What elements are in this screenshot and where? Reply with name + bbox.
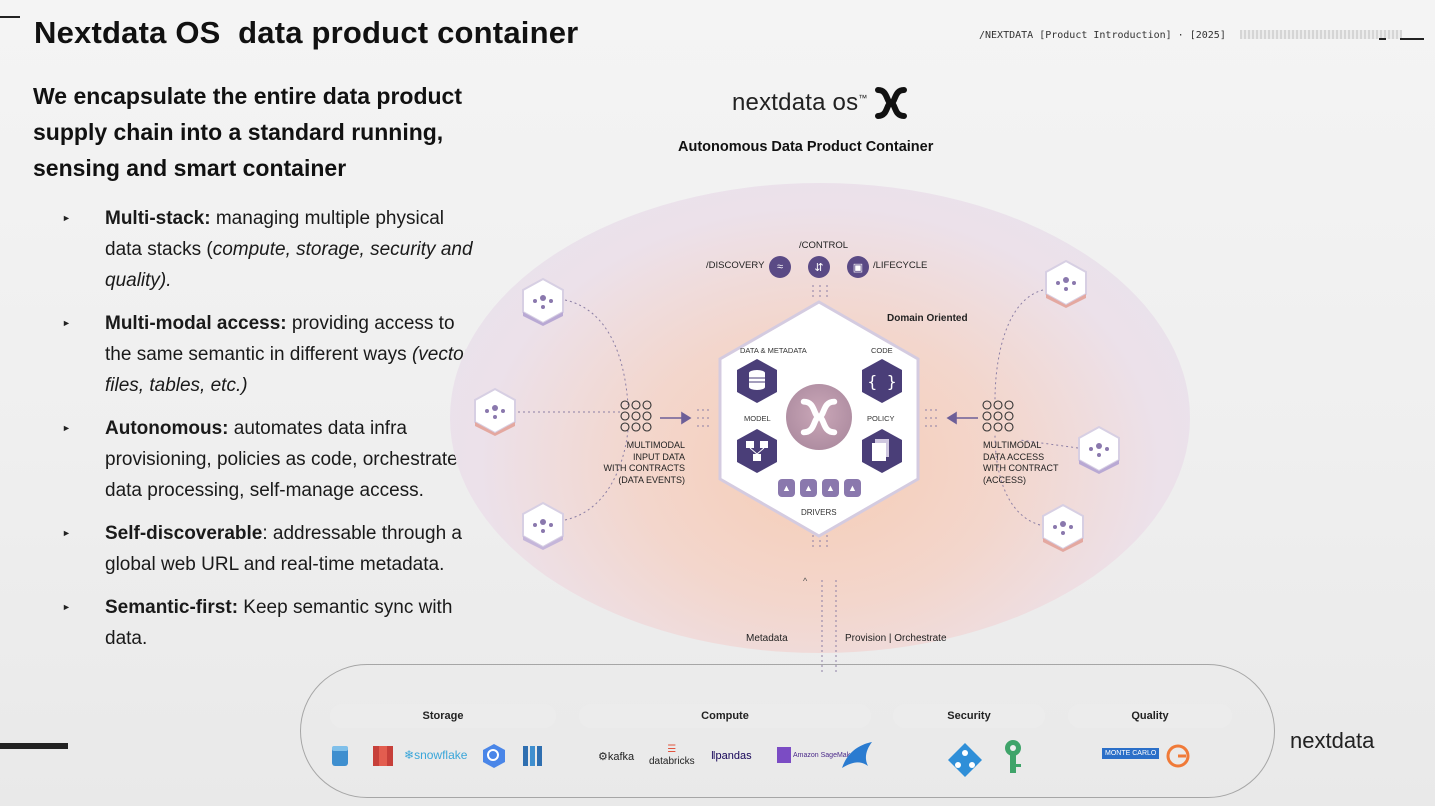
snowflake-logo: ❄snowflake <box>404 748 468 762</box>
feature-title: Multi-stack: <box>105 208 211 229</box>
logo-text: nextdata os™ <box>732 89 868 116</box>
pandas-logo: ‖pandas <box>711 750 752 762</box>
bullet-icon: ► <box>62 602 71 612</box>
active-directory-icon <box>948 743 982 777</box>
quality-category: Quality <box>1068 704 1232 728</box>
feature-item: ► Autonomous: automates data infra provis… <box>60 413 480 506</box>
data-product-cube-icon <box>1045 259 1087 308</box>
left-rule <box>0 743 68 749</box>
storage-bucket-icon <box>332 746 348 766</box>
header-progress-bar <box>1240 30 1402 39</box>
driver-icon: ▲ <box>844 479 861 497</box>
compute-category: Compute <box>579 704 871 728</box>
subtitle: We encapsulate the entire data product s… <box>33 83 463 181</box>
model-label: MODEL <box>744 414 771 423</box>
feature-item: ► Multi-modal access: providing access to… <box>60 308 480 401</box>
model-flow-icon <box>737 429 777 473</box>
header-dash-small <box>1379 38 1386 40</box>
policy-documents-icon <box>862 429 902 473</box>
feature-italic: (vector, files, tables, etc.) <box>105 344 475 396</box>
great-expectations-icon <box>1166 744 1190 768</box>
drivers-label: DRIVERS <box>801 508 837 517</box>
feature-title: Semantic-first: <box>105 597 239 618</box>
data-product-cube-icon <box>522 277 564 326</box>
center-node-icon <box>786 384 852 450</box>
feature-text: providing access to the same semantic in… <box>105 313 455 365</box>
feature-italic: compute, storage, security and quality). <box>105 239 473 291</box>
corner-tick <box>0 16 20 18</box>
metadata-label: Metadata <box>746 633 788 644</box>
kafka-logo: ⚙kafka <box>598 751 635 763</box>
feature-title: Self-discoverable <box>105 523 263 544</box>
databricks-logo: ☰databricks <box>649 744 695 767</box>
nextdata-x-icon <box>874 87 907 119</box>
input-data-grid-icon <box>620 400 652 432</box>
driver-icon: ▲ <box>778 479 795 497</box>
bullet-icon: ► <box>62 318 71 328</box>
feature-title: Multi-modal access: <box>105 313 287 334</box>
bigquery-icon <box>483 744 505 768</box>
feature-title: Autonomous: <box>105 418 229 439</box>
page-title: Nextdata OS data product container <box>34 15 579 50</box>
driver-icon: ▲ <box>800 479 817 497</box>
control-label: /CONTROL <box>799 240 849 251</box>
data-product-cube-icon <box>1078 425 1120 474</box>
sagemaker-logo: Amazon SageMaker <box>777 747 856 763</box>
nextdata-os-logo: nextdata os™ <box>732 86 908 120</box>
feature-text: Keep semantic sync with data. <box>105 597 453 649</box>
policy-label: POLICY <box>867 414 895 423</box>
feature-item: ► Self-discoverable: addressable through … <box>60 518 480 580</box>
feature-item: ► Multi-stack: managing multiple physical… <box>60 203 480 296</box>
key-icon <box>1005 740 1021 773</box>
airflow-dolphin-icon <box>842 742 872 768</box>
feature-list: ► Multi-stack: managing multiple physical… <box>60 203 480 666</box>
feature-text: : addressable through a global web URL a… <box>105 523 462 575</box>
header-dash <box>1400 38 1424 40</box>
montecarlo-logo: MONTE CARLO <box>1102 748 1160 759</box>
driver-icon: ▲ <box>822 479 839 497</box>
input-data-label: MULTIMODAL INPUT DATA WITH CONTRACTS (DA… <box>603 440 686 485</box>
output-data-label: MULTIMODAL DATA ACCESS WITH CONTRACT (AC… <box>983 440 1059 485</box>
database-icon <box>737 359 777 403</box>
data-metadata-label: DATA & METADATA <box>740 346 807 355</box>
code-label: CODE <box>871 346 893 355</box>
provision-label: Provision | Orchestrate <box>845 633 947 644</box>
feature-item: ► Semantic-first: Keep semantic sync with… <box>60 592 480 654</box>
diagram-caption: Autonomous Data Product Container <box>678 139 934 155</box>
header-meta: /NEXTDATA [Product Introduction] · [2025… <box>979 30 1226 41</box>
s3-icon <box>373 746 393 766</box>
control-icon: ⇵ <box>808 256 830 278</box>
bullet-icon: ► <box>62 423 71 433</box>
code-braces-icon: { } <box>862 359 902 403</box>
brand-logo: nextdata <box>1290 728 1375 753</box>
lifecycle-label: /LIFECYCLE <box>873 260 928 271</box>
domain-label: Domain Oriented <box>887 313 968 324</box>
discovery-icon: ≈ <box>769 256 791 278</box>
data-product-cube-icon <box>474 387 516 436</box>
bullet-icon: ► <box>62 213 71 223</box>
discovery-label: /DISCOVERY <box>706 260 765 271</box>
svg-text:{ }: { } <box>868 372 897 391</box>
infrastructure-stack <box>300 664 1275 798</box>
security-category: Security <box>893 704 1045 728</box>
data-product-cube-icon <box>522 501 564 550</box>
lifecycle-icon: ▣ <box>847 256 869 278</box>
storage-category: Storage <box>330 704 556 728</box>
output-data-grid-icon <box>982 400 1014 432</box>
feature-text: managing multiple physical data stacks ( <box>105 208 444 260</box>
feature-text: automates data infra provisioning, polic… <box>105 418 468 501</box>
svg-text:^: ^ <box>803 576 808 586</box>
bullet-icon: ► <box>62 528 71 538</box>
storage-columns-icon <box>523 746 542 766</box>
data-product-cube-icon <box>1042 503 1084 552</box>
